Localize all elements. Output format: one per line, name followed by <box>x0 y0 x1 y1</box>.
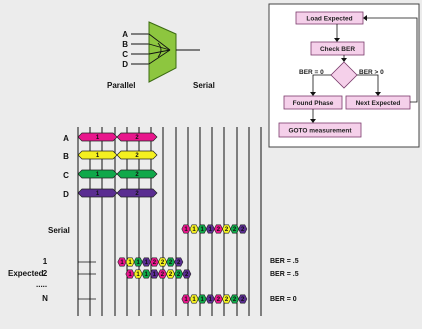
ber-zero-label: BER = 0 <box>299 69 324 76</box>
serial-bit-label: 2 <box>225 297 229 303</box>
bit-label: 2 <box>135 153 139 159</box>
serial-bit <box>238 224 248 234</box>
channel-bit-bars: 1 2 1 2 1 2 1 2 <box>77 132 158 198</box>
serial-bit-label: 1 <box>128 272 132 278</box>
serial-bit-label: 2 <box>161 260 165 266</box>
bit-label: 1 <box>96 172 100 178</box>
serial-bit-label: 2 <box>233 227 237 233</box>
goto-measurement-label: GOTO measurement <box>288 128 352 135</box>
serial-bit-label: 1 <box>209 227 213 233</box>
ber-result-1: BER = .5 <box>270 258 299 265</box>
next-expected-label: Next Expected <box>356 100 401 107</box>
serial-bit-label: 2 <box>185 272 189 278</box>
bit-label: 1 <box>96 191 100 197</box>
serial-bit-label: 1 <box>145 260 149 266</box>
channel-a-label: A <box>63 134 69 143</box>
expected-row-1-label: 1 <box>43 257 48 266</box>
expected-row-2-label: 2 <box>43 269 48 278</box>
bit-label: 1 <box>96 135 100 141</box>
serial-bit-label: 2 <box>177 272 181 278</box>
bit-bar <box>116 188 158 198</box>
load-expected-label: Load Expected <box>306 16 352 23</box>
serial-bit-label: 1 <box>137 260 141 266</box>
bit-label: 2 <box>135 191 139 197</box>
expected-row-n-label: N <box>42 294 48 303</box>
ber-decision-diamond <box>330 61 358 89</box>
ber-positive-label: BER > 0 <box>359 69 384 76</box>
channel-b-label: B <box>63 152 69 161</box>
mux-switch-lines <box>148 33 171 65</box>
mux-input-c: C <box>122 50 128 59</box>
serial-bit-label: 1 <box>184 297 188 303</box>
found-phase-label: Found Phase <box>293 100 334 107</box>
channel-labels: A B C D <box>63 134 69 199</box>
serial-bit-label: 2 <box>169 272 173 278</box>
serial-row-label: Serial <box>48 226 70 235</box>
ber-result-n: BER = 0 <box>270 296 297 303</box>
goto-measurement-box <box>278 122 362 138</box>
serial-bit-label: 1 <box>145 272 149 278</box>
serial-bit <box>238 294 248 304</box>
serial-bit-label: 2 <box>225 227 229 233</box>
serial-bit-label: 2 <box>217 297 221 303</box>
multiplexer: A B C D Parallel Serial <box>107 21 215 90</box>
bit-label: 2 <box>135 135 139 141</box>
bit-label: 1 <box>96 153 100 159</box>
mux-body <box>148 21 177 83</box>
serial-bit-label: 1 <box>201 297 205 303</box>
serial-bit-label: 1 <box>209 297 213 303</box>
mux-input-d: D <box>122 60 128 69</box>
serial-bit-label: 1 <box>192 227 196 233</box>
serial-bit-label: 2 <box>169 260 173 266</box>
serial-bit-label: 2 <box>233 297 237 303</box>
bit-bar <box>116 169 158 179</box>
serial-bit-label: 1 <box>201 227 205 233</box>
flowchart-arrows <box>310 15 418 123</box>
serial-bit-label: 2 <box>153 260 157 266</box>
serial-bit-label: 1 <box>136 272 140 278</box>
check-ber-box <box>310 41 365 56</box>
expected-group-label: Expected <box>8 269 44 278</box>
ber-result-2: BER = .5 <box>270 271 299 278</box>
channel-c-label: C <box>63 171 69 180</box>
serial-bit <box>174 257 184 267</box>
check-ber-label: Check BER <box>320 46 355 53</box>
mux-input-lines <box>131 33 149 65</box>
mux-input-b: B <box>122 40 128 49</box>
channel-d-label: D <box>63 190 69 199</box>
serial-bit <box>182 269 192 279</box>
serial-output-label: Serial <box>193 81 215 90</box>
parallel-label: Parallel <box>107 81 135 90</box>
serial-bit-label: 1 <box>153 272 157 278</box>
clock-gridlines <box>77 127 262 316</box>
serial-bit-label: 2 <box>217 227 221 233</box>
serial-bit-label: 2 <box>177 260 181 266</box>
ber-flowchart: Load Expected Check BER BER = 0 BER > 0 … <box>268 3 420 148</box>
mux-input-a: A <box>122 30 128 39</box>
bit-bar <box>116 150 158 160</box>
serial-bit-label: 1 <box>184 227 188 233</box>
bit-bar <box>116 132 158 142</box>
serial-bit-label: 1 <box>120 260 124 266</box>
serial-bit-label: 1 <box>128 260 132 266</box>
bit-label: 2 <box>135 172 139 178</box>
serial-bit-label: 2 <box>161 272 165 278</box>
serial-bit-label: 2 <box>241 227 245 233</box>
serial-bit-label: 1 <box>192 297 196 303</box>
ellipsis: ..... <box>36 280 47 289</box>
serial-bit-label: 2 <box>241 297 245 303</box>
